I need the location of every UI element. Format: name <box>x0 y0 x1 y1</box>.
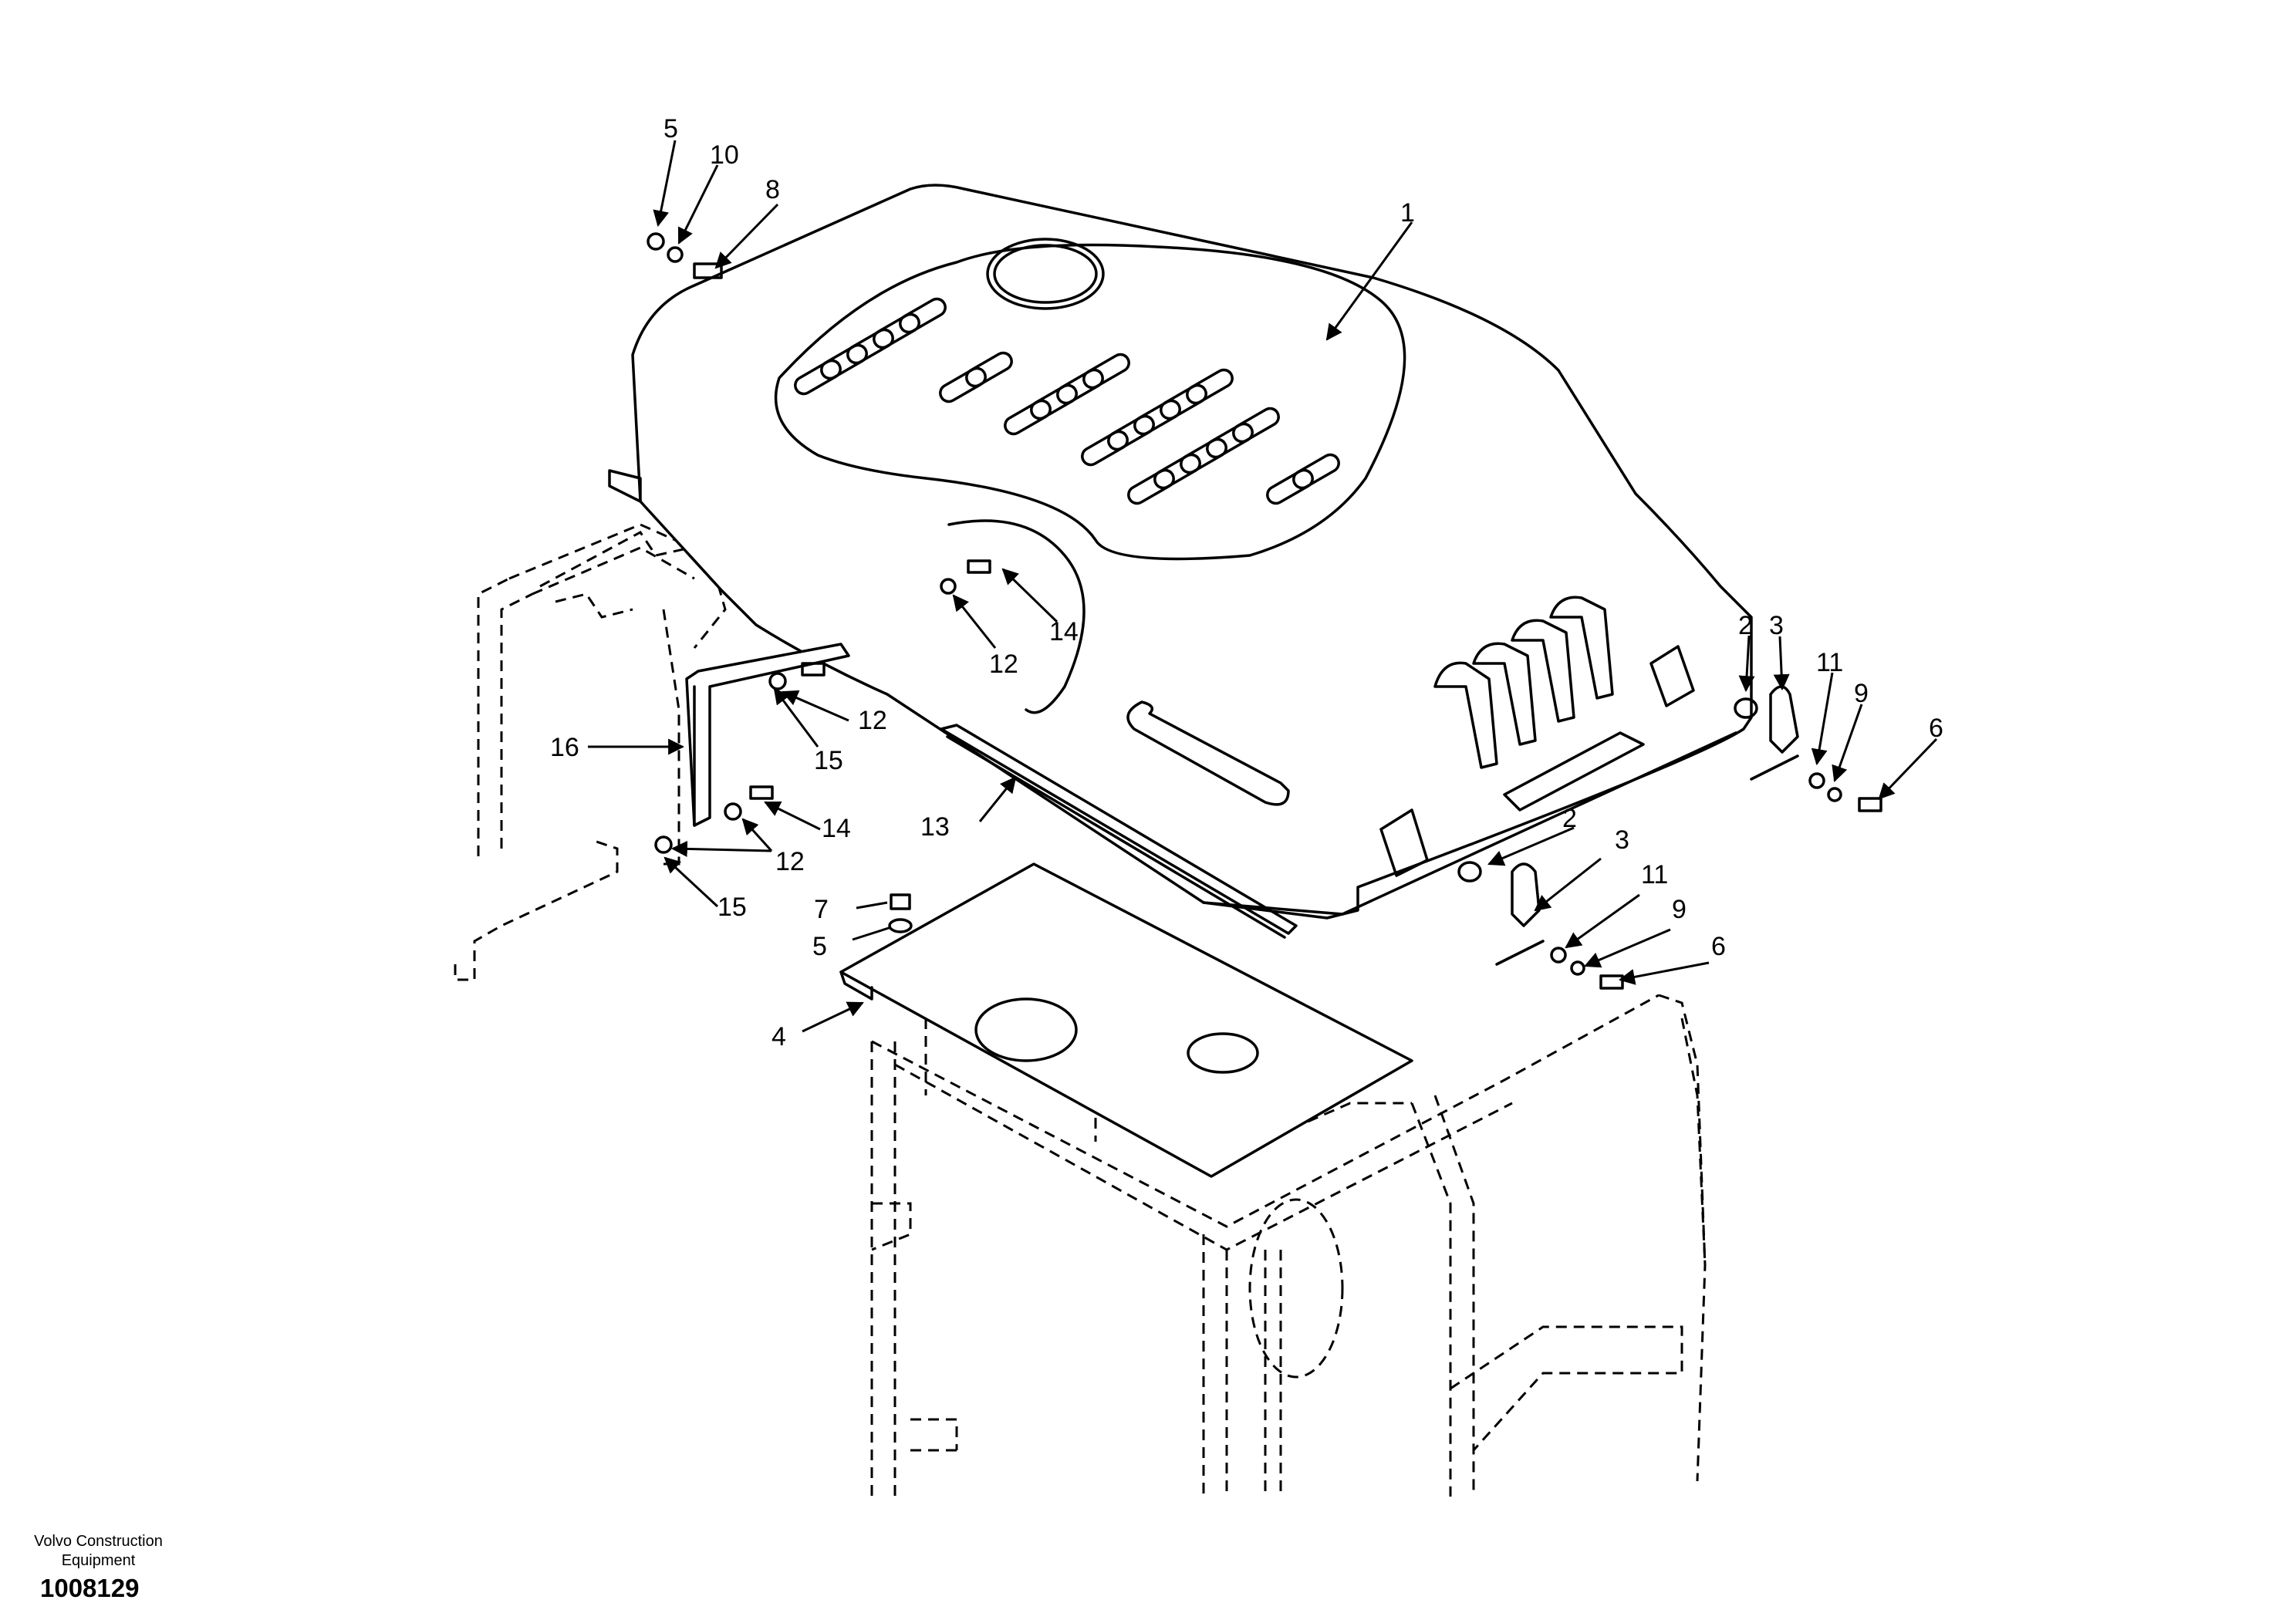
callout-5-top: 5 <box>663 114 678 143</box>
latch-left <box>1457 861 1545 966</box>
callout-2-left: 2 <box>1562 804 1577 833</box>
callout-12-mid: 12 <box>858 706 887 735</box>
brand-line-2: Equipment <box>61 1552 136 1569</box>
callout-6-left: 6 <box>1711 932 1726 961</box>
brand-caption: Volvo Construction Equipment <box>15 1532 181 1571</box>
callout-10: 10 <box>710 140 739 170</box>
callout-13: 13 <box>920 812 950 842</box>
cab-frame-outline <box>870 994 1707 1497</box>
drawing-number: 1008129 <box>40 1574 140 1602</box>
leader-lines <box>588 140 1938 1033</box>
callout-15-mid: 15 <box>814 746 843 775</box>
callout-14-top: 14 <box>1049 617 1079 646</box>
seal-strip <box>940 724 1298 939</box>
callout-1: 1 <box>1400 198 1415 228</box>
callout-3-right: 3 <box>1769 611 1784 640</box>
base-plate <box>839 862 1413 1178</box>
callout-12-low: 12 <box>775 847 805 876</box>
callout-11-right: 11 <box>1816 648 1843 677</box>
callout-3-left: 3 <box>1615 825 1629 855</box>
callout-16: 16 <box>550 733 579 762</box>
brand-line-1: Volvo Construction <box>34 1533 163 1550</box>
callout-9-left: 9 <box>1672 895 1687 924</box>
callout-4: 4 <box>772 1022 786 1051</box>
engine-cover <box>608 184 1753 920</box>
callout-6-right: 6 <box>1929 714 1943 743</box>
callout-11-left: 11 <box>1641 860 1668 889</box>
callout-7: 7 <box>814 895 829 924</box>
support-bracket <box>685 643 850 827</box>
callout-8: 8 <box>765 175 780 204</box>
callout-labels: 5 10 8 1 14 12 2 3 11 9 6 16 12 15 14 12… <box>550 114 1943 1051</box>
callout-14-mid: 14 <box>822 814 851 843</box>
callout-12-top: 12 <box>989 650 1018 679</box>
callout-5-low: 5 <box>812 932 827 961</box>
rear-frame-outline <box>454 523 727 981</box>
callout-15-low: 15 <box>718 893 747 922</box>
callout-2-right: 2 <box>1738 611 1753 640</box>
callout-9-right: 9 <box>1854 679 1869 708</box>
